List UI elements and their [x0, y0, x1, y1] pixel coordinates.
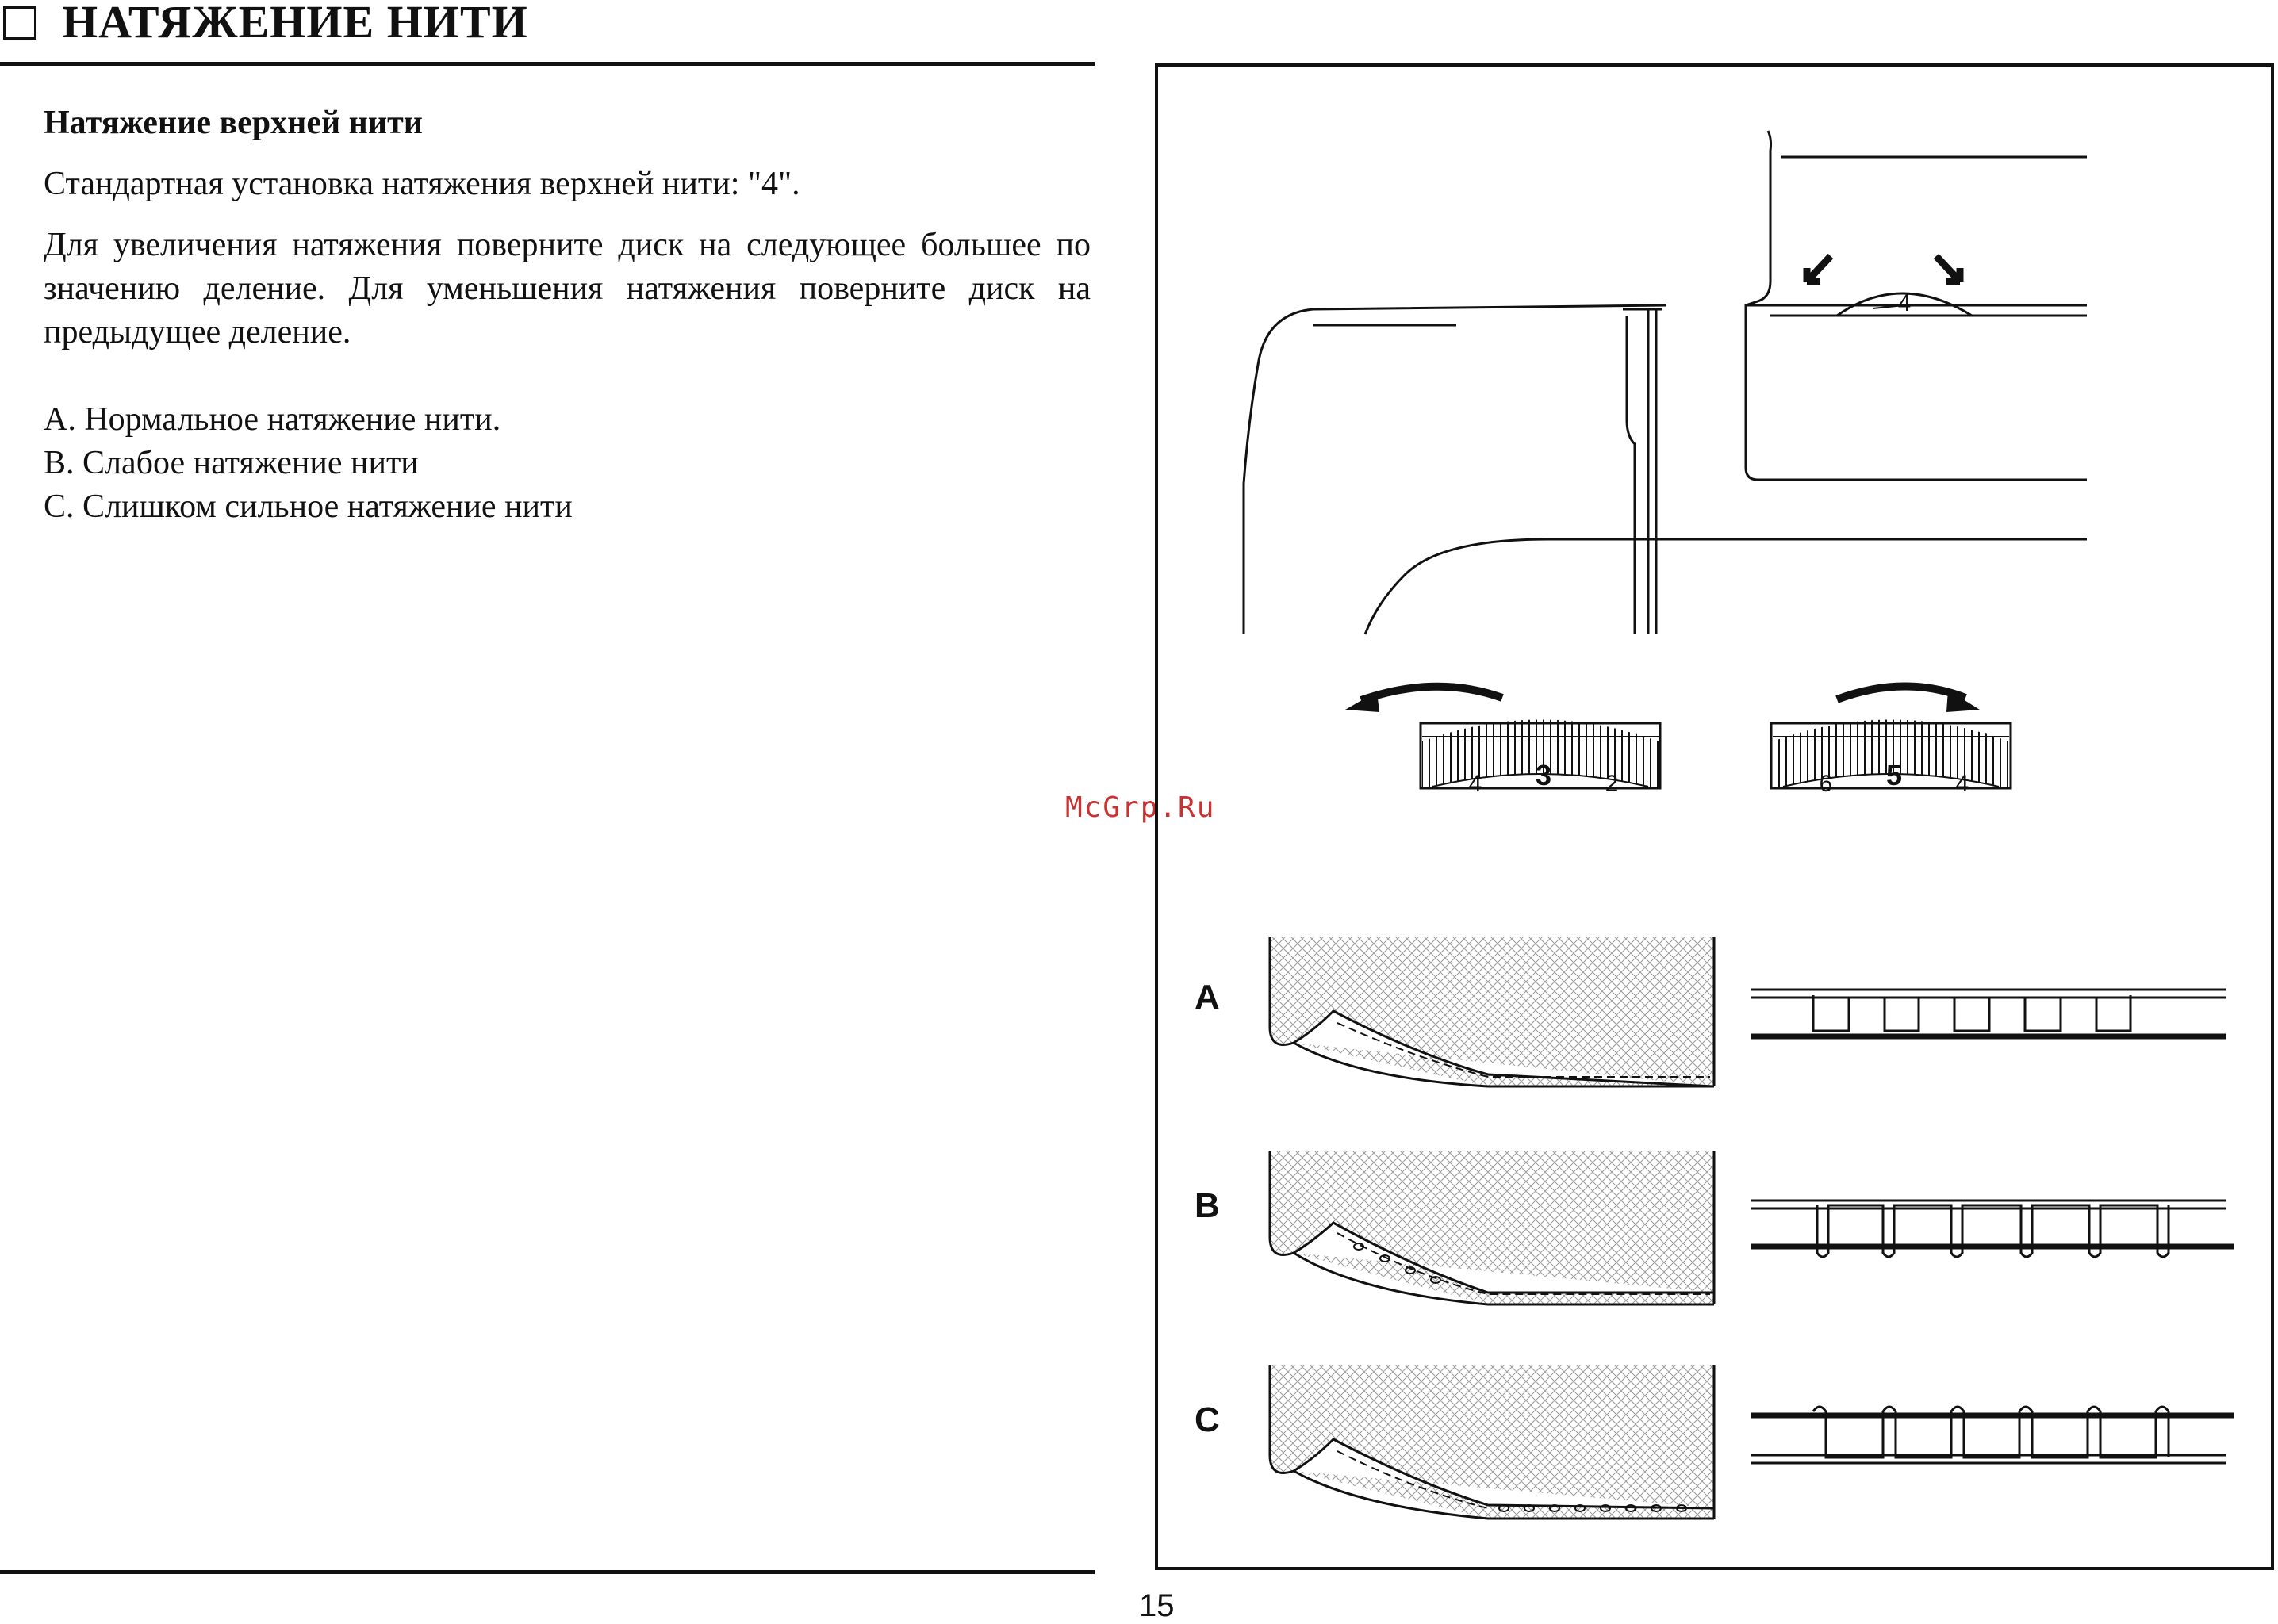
footer-rule — [0, 1570, 1095, 1574]
standard-setting-paragraph: Стандартная установка натяжения верхней … — [44, 166, 800, 202]
tension-states-list: A. Нормальное натяжение нити. B. Слабое … — [44, 398, 1091, 529]
machine-dial-value: 4 — [1898, 290, 1912, 316]
list-item-b: B. Слабое натяжение нити — [44, 445, 419, 481]
page-title: НАТЯЖЕНИЕ НИТИ — [62, 0, 528, 48]
machine-head-drawing — [1242, 130, 2087, 635]
dial-right-value-mid: 5 — [1886, 759, 1902, 791]
stitch-diagram-b — [1751, 1199, 2234, 1258]
adjustment-paragraph: Для увеличения натяжения поверните диск … — [44, 227, 1091, 350]
fabric-sample-a — [1268, 937, 1716, 1088]
row-label-c: C — [1195, 1400, 1220, 1439]
decrease-arrow-icon — [1803, 253, 1834, 285]
stitch-diagram-c — [1751, 1405, 2234, 1465]
watermark: McGrp.Ru — [1065, 791, 1216, 824]
list-item-a: A. Нормальное натяжение нити. — [44, 401, 501, 438]
dial-pointer — [1872, 304, 1905, 309]
stitch-diagram-a — [1751, 988, 2226, 1040]
list-item-c: C. Слишком сильное натяжение нити — [44, 488, 573, 525]
figure-frame — [1155, 63, 2274, 1570]
dial-right-value-low: 4 — [1956, 771, 1969, 797]
dial-left-value-low: 2 — [1605, 771, 1619, 797]
section-subheading: Натяжение верхней нити — [44, 105, 423, 141]
header-checkbox — [3, 6, 36, 40]
row-label-b: B — [1195, 1186, 1220, 1225]
dial-increase: 6 5 4 — [1770, 682, 2012, 797]
row-b: B — [1195, 1151, 2234, 1306]
page-header: НАТЯЖЕНИЕ НИТИ — [0, 0, 1095, 65]
fabric-sample-b — [1268, 1151, 1716, 1306]
header-rule — [0, 62, 1095, 66]
row-c: C — [1195, 1365, 2234, 1520]
row-a: A — [1195, 937, 2226, 1088]
dial-left-value-high: 4 — [1469, 771, 1482, 797]
dial-left-value-mid: 3 — [1536, 759, 1551, 791]
increase-arrow-icon — [1933, 253, 1964, 285]
page-number: 15 — [1139, 1588, 1175, 1623]
dial-decrease: 4 3 2 — [1345, 682, 1662, 797]
tension-illustration: 4 4 3 2 6 5 4 A — [1155, 63, 2274, 1572]
instructions-text: Натяжение верхней нити Стандартная устан… — [44, 102, 1091, 529]
dial-right-value-high: 6 — [1820, 771, 1833, 797]
row-label-a: A — [1195, 978, 1220, 1017]
fabric-sample-c — [1268, 1365, 1716, 1520]
